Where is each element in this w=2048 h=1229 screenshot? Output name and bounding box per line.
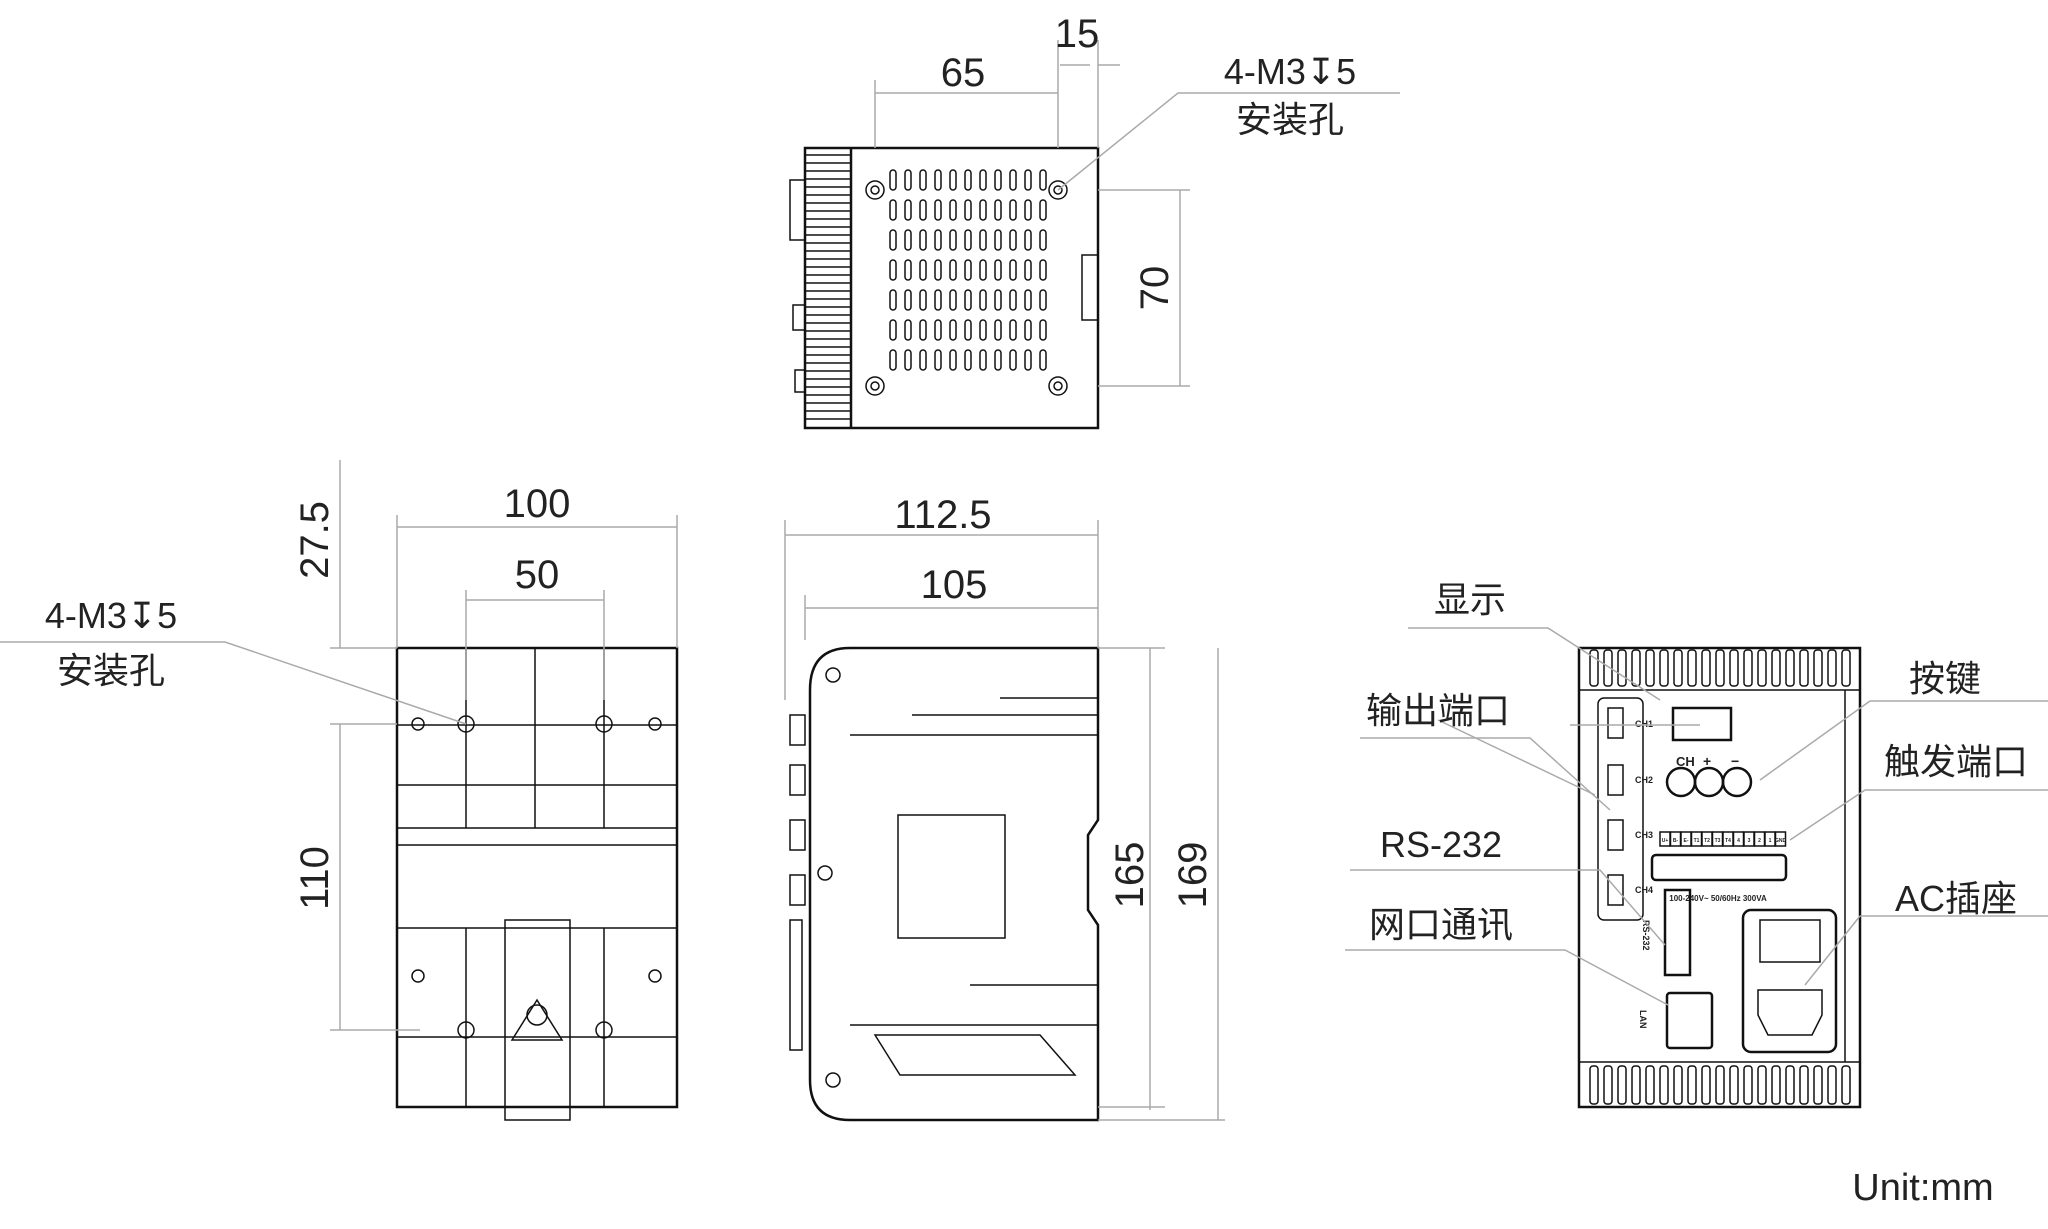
dim-70: 70 <box>1133 266 1177 311</box>
dim-105: 105 <box>921 563 988 607</box>
dim-65: 65 <box>941 51 986 95</box>
terminal-label: 4 <box>1737 838 1740 844</box>
terminal-label: T1 <box>1694 838 1700 844</box>
lan-label: LAN <box>1638 1010 1648 1029</box>
minus-button[interactable] <box>1721 766 1753 798</box>
ch-button[interactable] <box>1665 766 1697 798</box>
callout-output-ports: 输出端口 <box>1366 690 1510 731</box>
terminal-label: 2 <box>1758 838 1761 844</box>
hole-label: 安装孔 <box>1236 99 1344 140</box>
ch3-label: CH3 <box>1635 830 1653 840</box>
ch1-label: CH1 <box>1635 719 1653 729</box>
trigger-port <box>1650 853 1788 882</box>
ac-socket <box>1741 908 1838 1054</box>
terminal-label: T2 <box>1704 838 1710 844</box>
ch4-label: CH4 <box>1635 885 1653 895</box>
rs232-label: RS-232 <box>1641 920 1651 951</box>
callout-lan: 网口通讯 <box>1369 904 1513 945</box>
unit-label: Unit:mm <box>1852 1167 1993 1209</box>
dim-100: 100 <box>504 482 571 526</box>
output-ports <box>1607 707 1624 906</box>
power-rating: 100-240V~ 50/60Hz 300VA <box>1669 894 1767 903</box>
dim-112-5: 112.5 <box>894 493 991 537</box>
terminal <box>1774 831 1787 847</box>
terminal-label: T3 <box>1715 838 1721 844</box>
callout-ac-socket: AC插座 <box>1895 878 2017 919</box>
rs232-port <box>1663 888 1692 977</box>
plus-button[interactable] <box>1693 766 1725 798</box>
callout-rs232: RS-232 <box>1380 824 1502 865</box>
callout-trigger-port: 触发端口 <box>1884 741 2028 782</box>
ch2-label: CH2 <box>1635 775 1653 785</box>
hole-spec: 4-M3↧5 <box>45 595 177 636</box>
dim-27-5: 27.5 <box>293 501 337 579</box>
terminal-label: 3 <box>1748 838 1751 844</box>
front-view: CH1 CH2 CH3 CH4 CH + − U+ B- E- T1 T2 T3 T4 4 3 2… <box>1345 579 2048 1109</box>
hole-spec: 4-M3↧5 <box>1224 51 1356 92</box>
dim-50: 50 <box>515 553 560 597</box>
callout-display: 显示 <box>1434 579 1506 620</box>
dim-110: 110 <box>293 846 337 910</box>
dim-15: 15 <box>1055 12 1100 56</box>
minus-button-label: − <box>1731 753 1739 769</box>
mounting-holes <box>865 180 1068 396</box>
dim-165: 165 <box>1108 842 1152 909</box>
terminal-label: GND <box>1775 838 1787 844</box>
lan-port <box>1665 991 1714 1050</box>
terminal-label: 1 <box>1769 838 1772 844</box>
ch-button-label: CH <box>1676 754 1695 769</box>
plus-button-label: + <box>1703 753 1711 769</box>
terminal-label: T4 <box>1725 838 1731 844</box>
terminal-label: E- <box>1684 838 1689 844</box>
hole-label: 安装孔 <box>57 650 165 691</box>
terminal-label: U+ <box>1662 838 1669 844</box>
dim-169: 169 <box>1171 842 1215 909</box>
side-view: 112.5 105 165 169 <box>784 493 1225 1122</box>
terminal-label: B- <box>1673 838 1679 844</box>
top-view: 65 15 70 4-M3↧5 安装孔 <box>789 12 1400 430</box>
callout-keys: 按键 <box>1909 658 1981 699</box>
display <box>1671 706 1733 742</box>
rear-view: 100 50 27.5 110 4-M3↧5 安装孔 <box>0 460 679 1121</box>
power-switch[interactable] <box>1759 919 1821 963</box>
